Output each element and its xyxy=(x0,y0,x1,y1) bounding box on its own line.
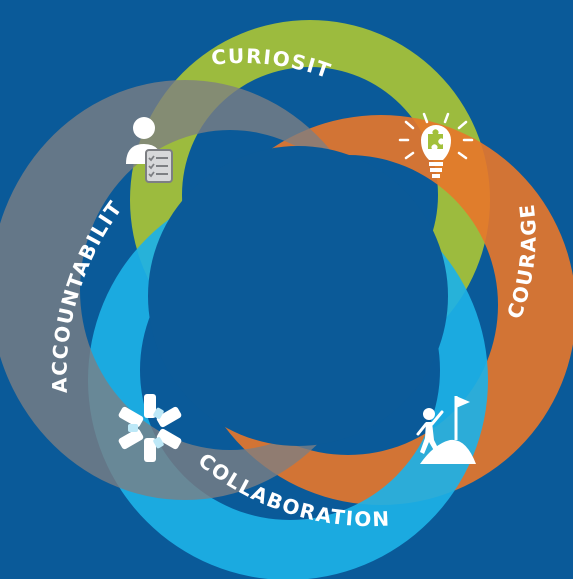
joined-hands-icon xyxy=(118,394,182,462)
lightbulb-puzzle-icon xyxy=(398,112,474,178)
person-checklist-icon xyxy=(126,117,173,183)
center-circle xyxy=(148,146,448,446)
ring-accountability xyxy=(0,80,380,500)
climber-flag-icon xyxy=(416,396,476,464)
